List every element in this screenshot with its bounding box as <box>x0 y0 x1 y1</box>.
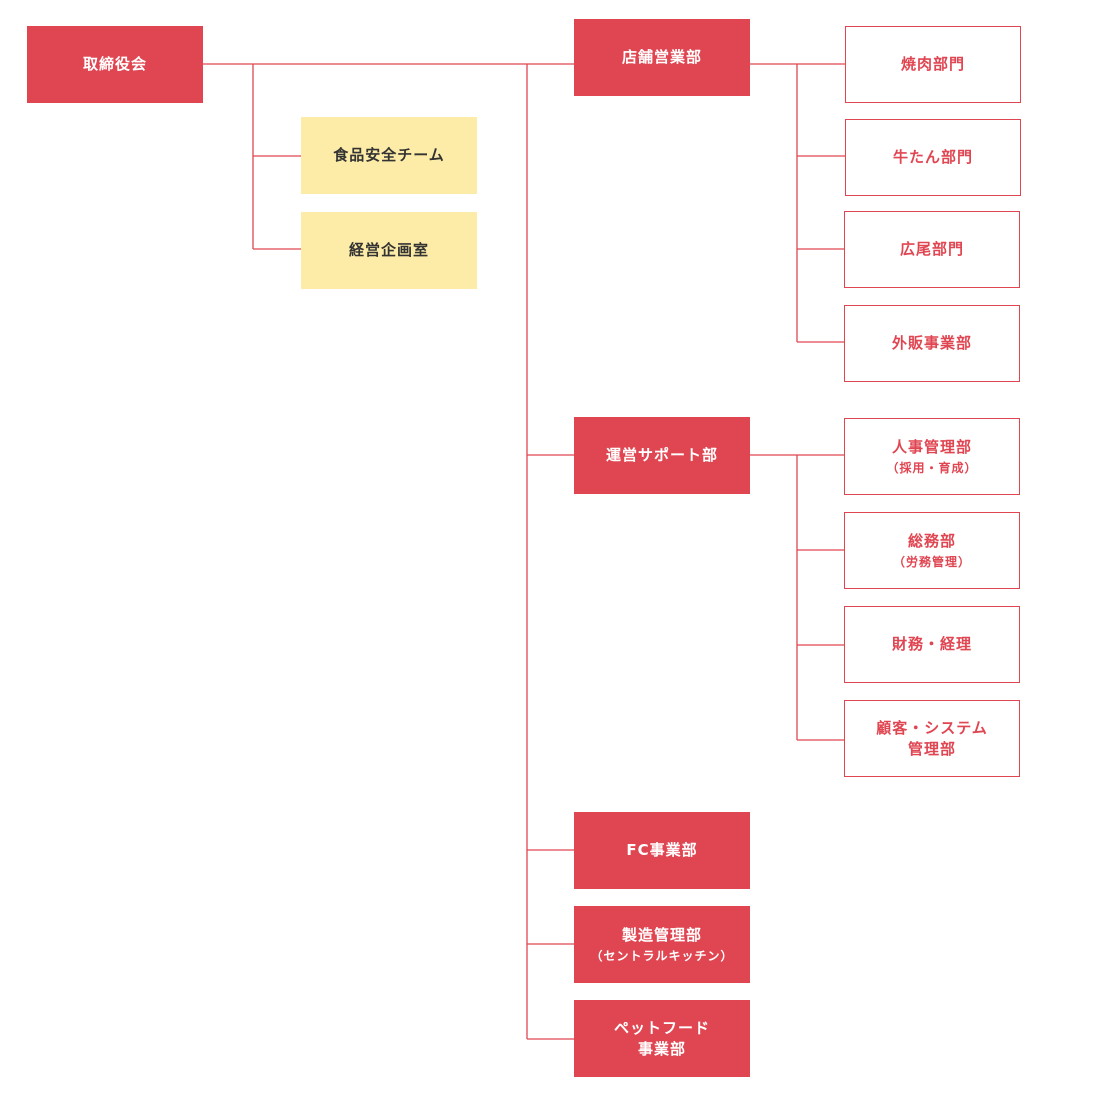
pet-food-box: ペットフード 事業部 <box>574 1000 750 1077</box>
manufacturing-label: 製造管理部 <box>621 926 702 945</box>
ops-support-label: 運営サポート部 <box>605 446 718 465</box>
gyutan-label: 牛たん部門 <box>892 148 973 167</box>
fc-box: FC事業部 <box>574 812 750 889</box>
hr-sub: （採用・育成） <box>886 460 978 475</box>
hiroo-label: 広尾部門 <box>899 240 964 259</box>
pet-food-label-line1: ペットフード <box>613 1019 710 1038</box>
gyutan-box: 牛たん部門 <box>845 119 1021 196</box>
customer-system-label-line2: 管理部 <box>907 739 956 758</box>
planning-box: 経営企画室 <box>301 212 477 289</box>
board-label: 取締役会 <box>82 55 147 74</box>
general-affairs-box: 総務部 （労務管理） <box>844 512 1020 589</box>
finance-box: 財務・経理 <box>844 606 1020 683</box>
manufacturing-box: 製造管理部 （セントラルキッチン） <box>574 906 750 983</box>
pet-food-label-line2: 事業部 <box>637 1039 686 1058</box>
planning-label: 経営企画室 <box>348 241 429 260</box>
external-sales-box: 外販事業部 <box>844 305 1020 382</box>
store-ops-box: 店舗営業部 <box>574 19 750 96</box>
yakiniku-box: 焼肉部門 <box>845 26 1021 103</box>
hr-label: 人事管理部 <box>891 438 972 457</box>
yakiniku-label: 焼肉部門 <box>900 55 965 74</box>
general-affairs-label: 総務部 <box>907 532 956 551</box>
food-safety-label: 食品安全チーム <box>333 146 445 165</box>
manufacturing-sub: （セントラルキッチン） <box>590 948 734 963</box>
general-affairs-sub: （労務管理） <box>892 554 971 569</box>
store-ops-label: 店舗営業部 <box>621 48 702 67</box>
finance-label: 財務・経理 <box>891 635 972 654</box>
hiroo-box: 広尾部門 <box>844 211 1020 288</box>
board-box: 取締役会 <box>27 26 203 103</box>
customer-system-box: 顧客・システム 管理部 <box>844 700 1020 777</box>
hr-box: 人事管理部 （採用・育成） <box>844 418 1020 495</box>
food-safety-box: 食品安全チーム <box>301 117 477 194</box>
ops-support-box: 運営サポート部 <box>574 417 750 494</box>
fc-label: FC事業部 <box>626 841 698 860</box>
customer-system-label-line1: 顧客・システム <box>876 719 988 738</box>
external-sales-label: 外販事業部 <box>891 334 972 353</box>
